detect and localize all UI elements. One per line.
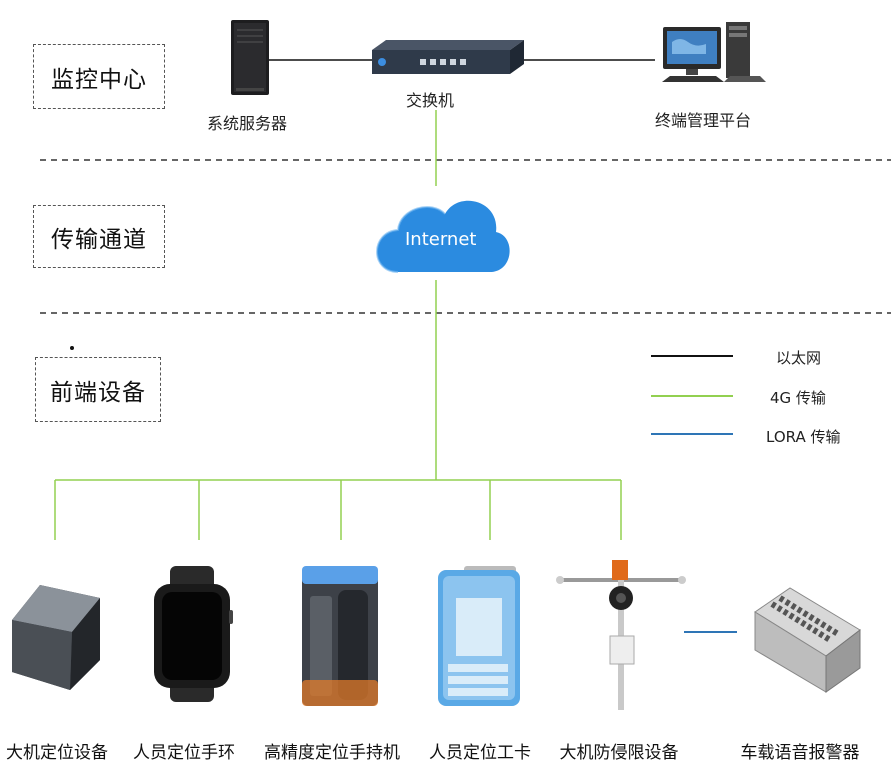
device-label-box: 大机定位设备 [6, 743, 108, 763]
device-label-badge: 人员定位工卡 [429, 743, 531, 763]
vehicle-alarm-icon [754, 587, 861, 693]
smart-watch-icon [154, 566, 233, 702]
zone-box-monitor-center: 监控中心 [33, 44, 165, 109]
desktop-computer-icon [662, 22, 766, 82]
internet-label: Internet [405, 229, 477, 250]
box-device-icon [12, 585, 100, 690]
internet-cloud-icon [376, 200, 510, 273]
device-label-watch: 人员定位手环 [133, 743, 235, 763]
switch-label: 交换机 [406, 91, 455, 110]
bullet-dot [70, 346, 74, 350]
device-label-handheld: 高精度定位手持机 [264, 743, 400, 763]
handheld-terminal-icon [302, 566, 378, 706]
pole-sensor-icon [556, 560, 686, 710]
id-badge-icon [438, 566, 520, 706]
legend-label-4g: 4G 传输 [770, 389, 826, 407]
server-label: 系统服务器 [207, 114, 288, 133]
zone-box-frontend: 前端设备 [35, 357, 161, 422]
switch-icon [372, 40, 524, 74]
legend-label-ethernet: 以太网 [776, 349, 822, 367]
legend-label-lora: LORA 传输 [766, 428, 841, 446]
device-label-pole: 大机防侵限设备 [559, 743, 679, 763]
zone-box-transmission: 传输通道 [33, 205, 165, 268]
terminal-label: 终端管理平台 [655, 111, 752, 130]
server-icon [231, 20, 269, 95]
device-label-vehicle-alarm: 车载语音报警器 [740, 743, 860, 763]
